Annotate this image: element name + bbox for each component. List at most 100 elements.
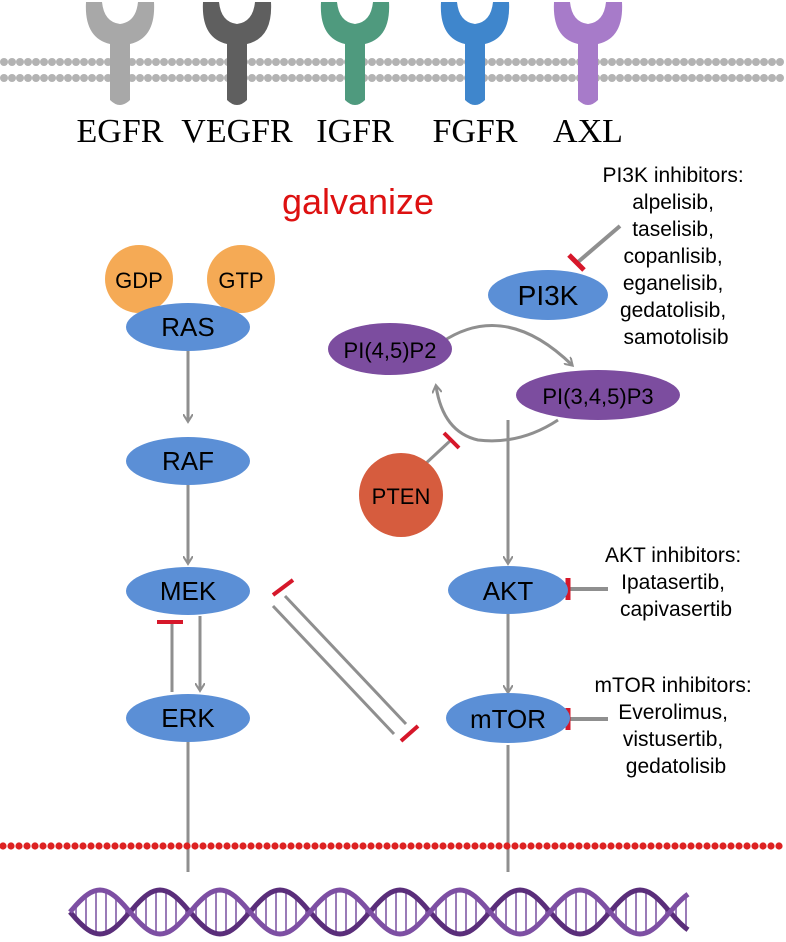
nuclear-bead — [671, 842, 679, 850]
membrane-bead — [672, 58, 680, 66]
pten-node — [359, 453, 443, 537]
nuclear-bead — [367, 842, 375, 850]
nuclear-bead — [711, 842, 719, 850]
nuclear-bead — [7, 842, 15, 850]
membrane-bead — [512, 74, 520, 82]
membrane-bead — [368, 58, 376, 66]
membrane-bead — [496, 58, 504, 66]
membrane-bead — [160, 74, 168, 82]
membrane-bead — [376, 58, 384, 66]
membrane-bead — [456, 74, 464, 82]
membrane-bead — [552, 58, 560, 66]
nuclear-bead — [199, 842, 207, 850]
crosstalk-line-upper — [283, 594, 408, 726]
nuclear-bead — [39, 842, 47, 850]
membrane-bead — [680, 74, 688, 82]
membrane-bead — [72, 74, 80, 82]
nuclear-bead — [631, 842, 639, 850]
membrane-bead — [544, 58, 552, 66]
nuclear-bead — [343, 842, 351, 850]
membrane-bead — [384, 58, 392, 66]
membrane-bead — [528, 74, 536, 82]
membrane-bead — [672, 74, 680, 82]
receptor-axl: AXL — [553, 2, 623, 150]
nuclear-bead — [247, 842, 255, 850]
membrane-bead — [392, 74, 400, 82]
pi3k-inhibitor-drug: samotolisib — [623, 326, 728, 349]
nuclear-bead — [207, 842, 215, 850]
mtor-inhibitor-drug: vistusertib, — [623, 728, 723, 751]
pi3k-inhibitor-drug: alpelisib, — [632, 191, 714, 214]
nuclear-bead — [391, 842, 399, 850]
mapk-branch: GDP GTP RAS RAF MEK ERK — [105, 245, 275, 872]
nuclear-bead — [23, 842, 31, 850]
nuclear-bead — [551, 842, 559, 850]
membrane-bead — [568, 74, 576, 82]
nuclear-bead — [63, 842, 71, 850]
pi3k-inhibitor-list: PI3K inhibitors: alpelisib, taselisib, c… — [602, 164, 749, 349]
pi3k-branch: PI3K PI(4,5)P2 PI(3,4,5)P3 PTEN AKT mTOR — [328, 224, 680, 872]
membrane-bead — [208, 58, 216, 66]
membrane-bead — [88, 58, 96, 66]
membrane-bead — [632, 74, 640, 82]
crosstalk-line-lower — [271, 604, 396, 736]
pip3-label: PI(3,4,5)P3 — [542, 384, 653, 409]
nuclear-bead — [695, 842, 703, 850]
erk-label: ERK — [161, 703, 215, 733]
membrane-bead — [8, 58, 16, 66]
membrane-bead — [736, 58, 744, 66]
pip2-node — [328, 323, 452, 375]
membrane-bead — [96, 58, 104, 66]
membrane-bead — [680, 58, 688, 66]
membrane-bead — [664, 58, 672, 66]
receptor-icon — [320, 2, 390, 105]
nuclear-bead — [167, 842, 175, 850]
membrane-bead — [768, 74, 776, 82]
membrane-bead — [656, 58, 664, 66]
membrane-bead — [504, 58, 512, 66]
membrane-bead — [64, 74, 72, 82]
membrane-bead — [256, 58, 264, 66]
nuclear-bead — [679, 842, 687, 850]
membrane-bead — [312, 74, 320, 82]
nuclear-bead — [583, 842, 591, 850]
membrane-bead — [40, 74, 48, 82]
nuclear-bead — [191, 842, 199, 850]
nuclear-bead — [639, 842, 647, 850]
membrane-bead — [280, 74, 288, 82]
pten-label: PTEN — [372, 484, 431, 509]
nuclear-bead — [559, 842, 567, 850]
membrane-bead — [760, 74, 768, 82]
nuclear-bead — [87, 842, 95, 850]
membrane-bead — [168, 58, 176, 66]
membrane-bead — [72, 58, 80, 66]
membrane-bead — [288, 74, 296, 82]
membrane-bead — [32, 74, 40, 82]
membrane-bead — [56, 74, 64, 82]
membrane-bead — [720, 74, 728, 82]
nuclear-bead — [479, 842, 487, 850]
pi3k-inhibitor-drug: gedatolisib, — [620, 299, 726, 322]
membrane-bead — [144, 58, 152, 66]
membrane-bead — [336, 58, 344, 66]
nuclear-bead — [151, 842, 159, 850]
receptor-vegfr: VEGFR — [181, 2, 293, 150]
membrane-bead — [544, 74, 552, 82]
nuclear-bead — [743, 842, 751, 850]
membrane-bead — [336, 74, 344, 82]
nuclear-bead — [111, 842, 119, 850]
mtor-inhibitor-title: mTOR inhibitors: — [595, 674, 752, 697]
receptor-icon — [85, 2, 155, 105]
membrane-bead — [616, 58, 624, 66]
mtor-node — [446, 693, 570, 743]
nuclear-bead — [607, 842, 615, 850]
receptor-egfr: EGFR — [77, 2, 164, 150]
mtor-inhibitor-drug: gedatolisib — [626, 755, 726, 778]
crosstalk-inhibit-bar-mek — [271, 578, 295, 597]
dna-strand — [68, 887, 690, 937]
nuclear-bead — [311, 842, 319, 850]
membrane-bead — [424, 58, 432, 66]
receptor-label: VEGFR — [181, 113, 293, 150]
